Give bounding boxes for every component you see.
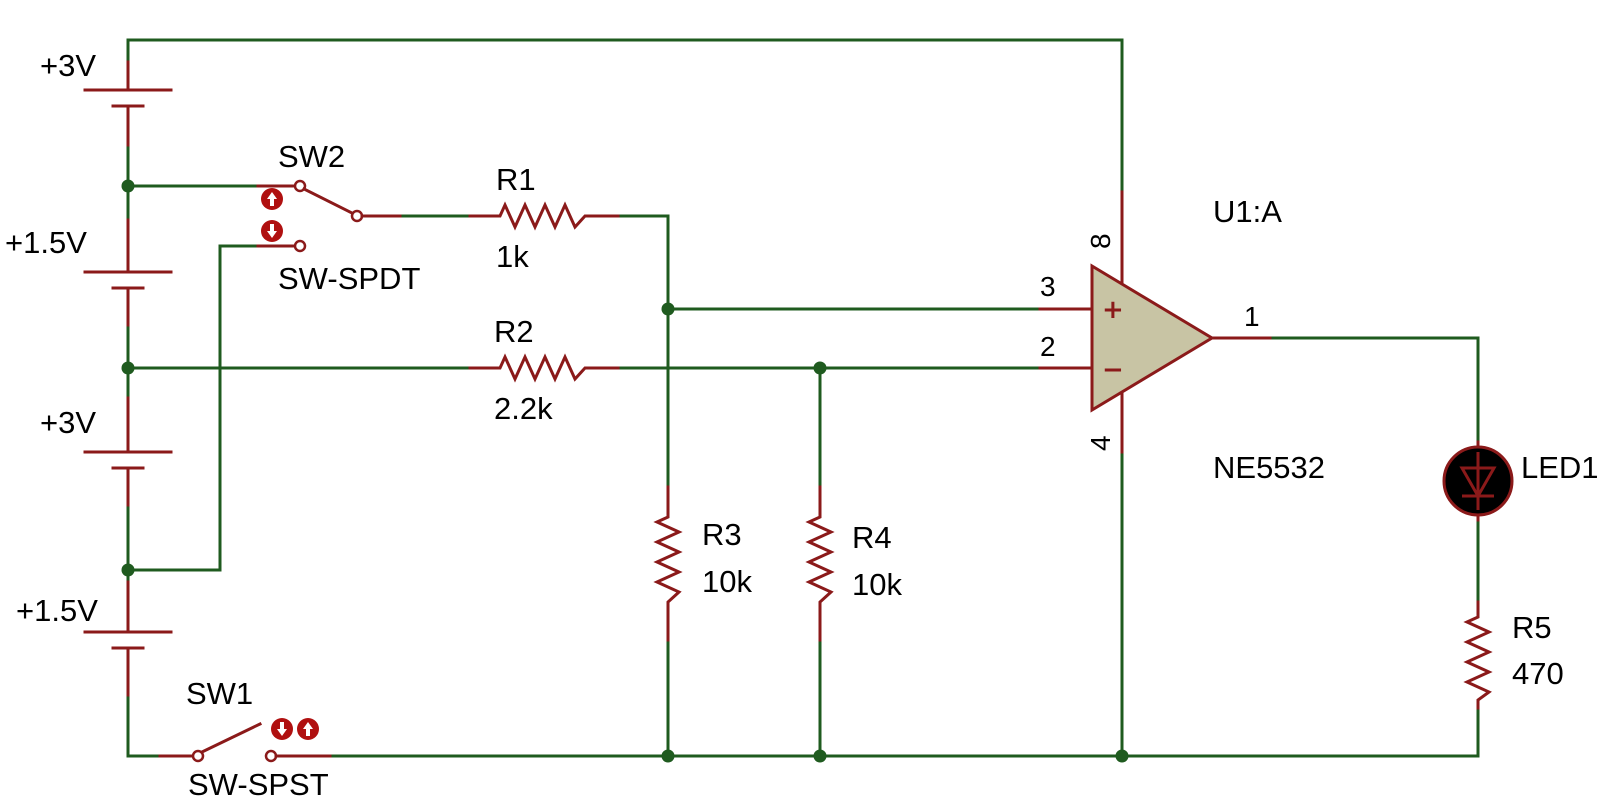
sw2-type: SW-SPDT [278, 261, 420, 296]
battery-label: +1.5V [16, 593, 98, 628]
r5-value: 470 [1512, 656, 1564, 691]
pin-out: 1 [1244, 301, 1260, 332]
r4-name: R4 [852, 520, 892, 555]
resistor-r1: R1 1k [468, 162, 620, 274]
resistor-r5: R5 470 [1463, 600, 1564, 710]
resistor-r2: R2 2.2k [468, 314, 620, 426]
r3-name: R3 [702, 517, 742, 552]
pin-gnd: 4 [1085, 435, 1116, 451]
junction-dot [1115, 749, 1129, 763]
junction-dot [661, 749, 675, 763]
resistor-r3: R3 10k [653, 485, 752, 642]
junction-dot [121, 179, 135, 193]
led1: LED1 [1442, 440, 1599, 522]
switch-sw2[interactable]: SW2 SW-SPDT [256, 139, 420, 296]
r2-name: R2 [494, 314, 534, 349]
resistor-r4: R4 10k [805, 485, 902, 642]
r2-value: 2.2k [494, 391, 553, 426]
sw1-type: SW-SPST [188, 767, 329, 802]
up-arrow-icon[interactable] [297, 718, 319, 740]
junctions [121, 179, 1129, 763]
junction-dot [121, 563, 135, 577]
battery-4: +1.5V [16, 580, 173, 697]
sw2-name: SW2 [278, 139, 345, 174]
wires [126, 38, 1480, 758]
u1-part: NE5532 [1213, 450, 1325, 485]
junction-dot [121, 361, 135, 375]
battery-2: +1.5V [5, 218, 173, 327]
noninverting-symbol: + [1102, 295, 1124, 325]
led-name: LED1 [1521, 450, 1599, 485]
r3-value: 10k [702, 564, 752, 599]
inverting-symbol: − [1102, 355, 1124, 385]
down-arrow-icon[interactable] [271, 718, 293, 740]
junction-dot [661, 302, 675, 316]
pin-noninv: 3 [1040, 271, 1056, 302]
opamp-u1: + − 3 2 1 8 4 U1:A NE5532 [1038, 190, 1325, 485]
battery-3: +3V [40, 396, 173, 507]
u1-name: U1:A [1213, 194, 1282, 229]
r4-value: 10k [852, 567, 902, 602]
r1-value: 1k [496, 239, 529, 274]
r5-name: R5 [1512, 610, 1552, 645]
sw1-name: SW1 [186, 676, 253, 711]
pin-inv: 2 [1040, 331, 1056, 362]
battery-label: +3V [40, 48, 96, 83]
junction-dot [813, 749, 827, 763]
battery-1: +3V [40, 48, 173, 147]
up-arrow-icon[interactable] [261, 188, 283, 210]
pin-vcc: 8 [1085, 233, 1116, 249]
junction-dot [813, 361, 827, 375]
battery-label: +1.5V [5, 225, 87, 260]
r1-name: R1 [496, 162, 536, 197]
battery-label: +3V [40, 405, 96, 440]
switch-sw1[interactable]: SW1 SW-SPST [158, 676, 332, 802]
down-arrow-icon[interactable] [261, 220, 283, 242]
